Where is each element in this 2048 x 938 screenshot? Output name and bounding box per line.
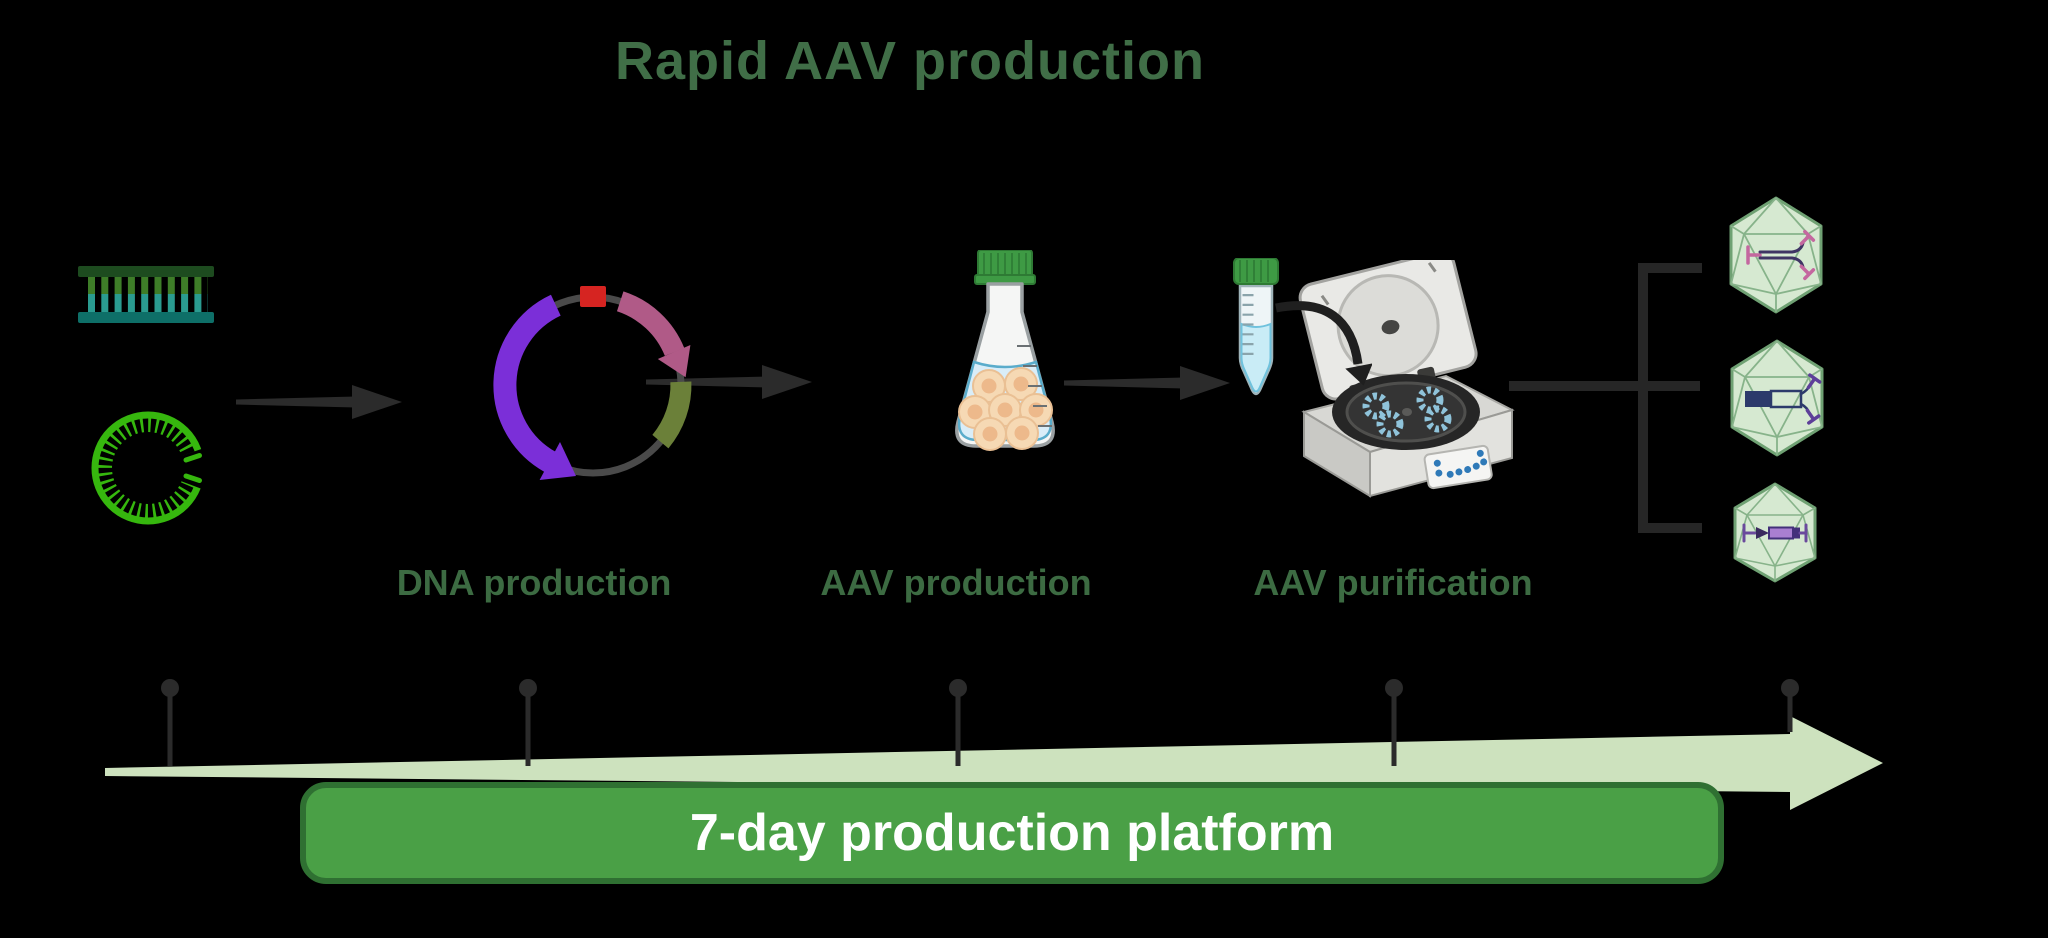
stage-label-aav-production: AAV production: [820, 562, 1092, 603]
falcon-tube-icon: [1233, 258, 1279, 396]
plasmid-map-icon: [493, 286, 692, 480]
timeline-pin: [161, 679, 179, 766]
timeline-markers: [161, 679, 1799, 766]
centrifuge-lid: [1298, 260, 1478, 401]
linear-dna-icon: [78, 266, 214, 323]
tube-cap: [1233, 258, 1279, 285]
flask-cap: [974, 250, 1036, 285]
flask-cells: [958, 367, 1053, 451]
timeline-pin: [1385, 679, 1403, 766]
stage-label-aav-purification: AAV purification: [1253, 562, 1533, 603]
centrifuge-icon: [1298, 260, 1515, 498]
stage-label-dna-production: DNA production: [396, 562, 672, 603]
page-title: Rapid AAV production: [615, 31, 1205, 91]
branch-connector: [1509, 263, 1702, 533]
timeline-pin: [949, 679, 967, 766]
tube-liquid: [1240, 322, 1272, 393]
flask-graduations: [1017, 345, 1052, 427]
timeline-pin: [1781, 679, 1799, 732]
culture-flask-icon: [955, 250, 1055, 451]
timeline-pin: [519, 679, 537, 766]
gene-genome: [1745, 373, 1822, 425]
ssdna-genome: [1746, 229, 1816, 281]
centrifuge-control-panel: [1423, 444, 1493, 490]
arrow-right-icon: [1064, 366, 1230, 400]
aav-capsid-ssdna-icon: [1729, 196, 1823, 314]
cassette-genome: [1742, 523, 1808, 543]
aav-capsid-cassette-icon: [1733, 482, 1817, 583]
production-platform-banner: 7-day production platform: [300, 782, 1724, 884]
plasmid-circle-icon: [91, 411, 208, 525]
arrow-right-icon: [236, 385, 402, 419]
banner-label: 7-day production platform: [689, 804, 1335, 862]
centrifuge-rotor: [1332, 374, 1480, 450]
curved-arrow-icon: [1275, 301, 1372, 386]
aav-capsid-gene-icon: [1730, 339, 1824, 457]
